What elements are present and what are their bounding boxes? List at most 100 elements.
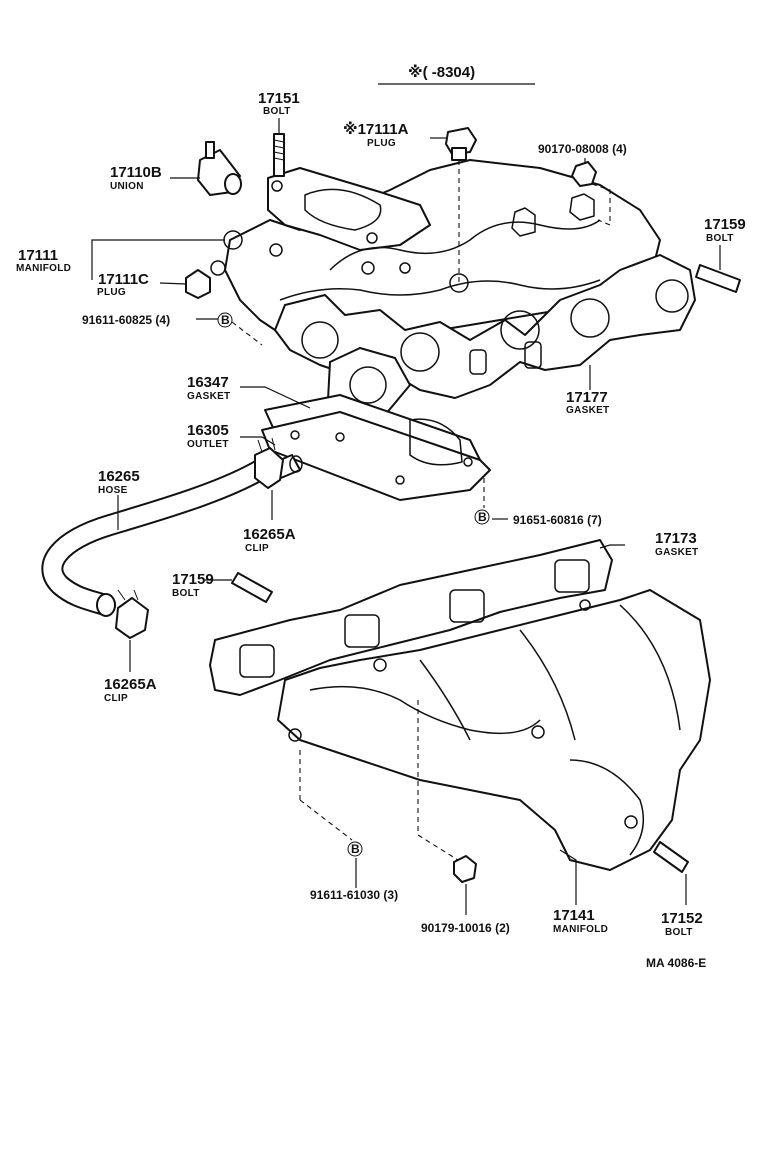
plug-17111A-thread [451, 147, 467, 161]
label-16305-number: 16305 [187, 422, 229, 439]
header-group: ※( -8304) [378, 63, 535, 85]
label-17151-number: 17151 [258, 90, 300, 107]
bolt-17152-drawing [653, 841, 689, 873]
clip-lower-tabs [117, 589, 139, 601]
bolt-17159a-drawing [695, 264, 741, 293]
label-17141-number: 17141 [553, 907, 595, 924]
bolt-17159b-drawing [231, 572, 273, 603]
label-90179-number: 90179-10016 (2) [421, 921, 510, 935]
bolt-17151-threads [273, 139, 285, 161]
leader-lines [91, 118, 721, 915]
label-17111A-number: ※17111A [343, 120, 409, 138]
label-17141-desc: MANIFOLD [553, 924, 608, 935]
label-91611a-number: 91611-60825 (4) [82, 313, 170, 327]
label-17177-number: 17177 [566, 389, 608, 406]
hose-fill [43, 456, 277, 614]
exhaust-runner [419, 659, 471, 741]
label-17173-number: 17173 [655, 530, 697, 547]
gasket-port [400, 332, 440, 372]
label-17159b-number: 17159 [172, 571, 214, 588]
label-17159b-desc: BOLT [172, 588, 200, 599]
boss [569, 193, 595, 221]
outlet-bolt-hole [463, 457, 473, 467]
gasket-port [301, 321, 339, 359]
nut-90170-leader [591, 183, 611, 226]
boss [511, 207, 536, 237]
label-17111-number: 17111 [18, 247, 58, 264]
label-16347-number: 16347 [187, 374, 229, 391]
exhaust-gasket-port [554, 559, 590, 593]
carb-mount-flange [267, 167, 431, 251]
leader-16305 [240, 436, 276, 446]
label-17159a-desc: BOLT [706, 233, 734, 244]
b-mark-letter: B [478, 510, 487, 524]
label-17151-desc: BOLT [263, 106, 291, 117]
label-17111-desc: MANIFOLD [16, 263, 71, 274]
flange-hole [366, 232, 378, 244]
b-mark: B [217, 312, 233, 328]
outlet-bolt-hole [335, 432, 345, 442]
exhaust-bolt-hole [579, 599, 591, 611]
callout-labels: 17151 BOLT ※17111A PLUG 90170-08008 (4) … [16, 90, 746, 938]
gasket-slot [524, 341, 542, 369]
plug-17111C-drawing [185, 269, 211, 299]
label-17173-desc: GASKET [655, 547, 698, 558]
b-mark-letter: B [221, 313, 230, 327]
header-note: ※( -8304) [408, 63, 475, 81]
bolt-17159a [695, 264, 741, 293]
gasket-port [655, 279, 689, 313]
leader-91611b-dash [299, 799, 353, 841]
b-marks: B B B [217, 312, 490, 857]
outlet-bolt-hole [290, 430, 300, 440]
label-16305-desc: OUTLET [187, 439, 229, 450]
gasket-slot [469, 349, 487, 375]
hose-drawing [41, 437, 284, 639]
bolt-17151-drawing [273, 133, 285, 177]
exhaust-runner [519, 629, 576, 741]
label-90170-number: 90170-08008 (4) [538, 142, 627, 156]
label-17177-desc: GASKET [566, 405, 609, 416]
b-mark: B [347, 841, 363, 857]
intake-manifold-drawing [210, 159, 661, 346]
figure-code: MA 4086-E [646, 956, 706, 970]
clip-lower [115, 597, 149, 639]
label-16347-desc: GASKET [187, 391, 230, 402]
nut-90179-drawing [417, 700, 477, 883]
label-16265A1-desc: CLIP [245, 543, 269, 554]
outlet-port [349, 366, 387, 404]
nut-90179-leader [417, 834, 459, 861]
exhaust-bolt-hole [373, 658, 387, 672]
plug-17111C [185, 269, 211, 299]
leader-17173 [599, 544, 625, 549]
exhaust-bolt-hole [624, 815, 638, 829]
nut-90179 [453, 855, 477, 883]
label-17152-number: 17152 [661, 910, 703, 927]
nut-90170-drawing [571, 161, 611, 226]
leader-17141 [559, 849, 577, 905]
runner-line [279, 279, 601, 301]
union-drawing [197, 141, 242, 196]
leader-91611a-dash [231, 321, 263, 346]
label-17111C-desc: PLUG [97, 287, 126, 298]
bolt-17159b [231, 572, 273, 603]
gasket-17173-outline [209, 539, 613, 696]
stud-hole [361, 261, 375, 275]
leader-17111 [91, 239, 225, 280]
gasket-17173-drawing [209, 539, 613, 696]
label-16265A1-number: 16265A [243, 526, 296, 543]
runner-line [329, 219, 601, 271]
b-mark: B [474, 509, 490, 525]
hose-end [96, 593, 116, 617]
label-17111A-desc: PLUG [367, 138, 396, 149]
exhaust-bolt-hole [288, 728, 302, 742]
leader-16347 [240, 386, 311, 409]
clip-upper [254, 447, 284, 489]
water-port [210, 260, 226, 276]
leader-17111C [159, 282, 187, 285]
carb-bore [304, 188, 382, 231]
exhaust-gasket-port [239, 644, 275, 678]
stud-hole [269, 243, 283, 257]
label-17159a-number: 17159 [704, 216, 746, 233]
label-17111C-number: 17111C [98, 271, 149, 288]
